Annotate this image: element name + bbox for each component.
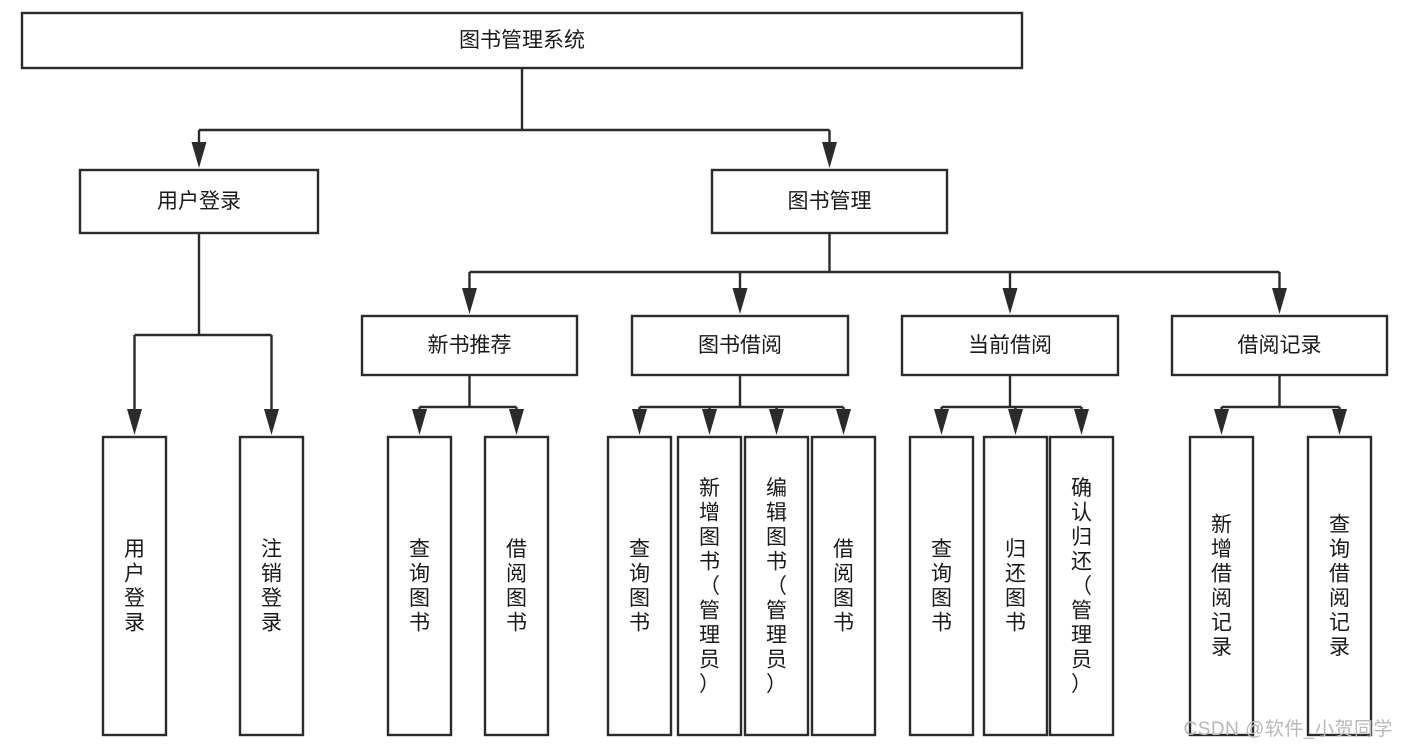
node-label: 归还图书 (1005, 538, 1026, 635)
node-box[interactable] (810, 435, 877, 737)
arrow-head-icon (1002, 288, 1018, 314)
node-box[interactable] (606, 435, 673, 737)
arrow-head-icon (632, 409, 647, 435)
node-leaf-query-record[interactable]: 查询借阅记录 (1306, 435, 1373, 737)
node-box[interactable] (1306, 435, 1373, 737)
node-leaf-user-login[interactable]: 用户登录 (101, 435, 168, 737)
node-box[interactable] (101, 435, 168, 737)
arrow-head-icon (1008, 409, 1023, 435)
node-leaf-borrow-book-b[interactable]: 借阅图书 (810, 435, 877, 737)
node-book-borrow[interactable]: 图书借阅 (630, 314, 850, 377)
node-box[interactable] (1188, 435, 1255, 737)
node-leaf-add-book[interactable]: 新增图书（管理员） (676, 435, 743, 737)
node-label: 图书管理系统 (459, 29, 585, 52)
node-label: 用户登录 (124, 538, 145, 635)
node-borrow-record[interactable]: 借阅记录 (1170, 314, 1389, 377)
node-label: 用户登录 (157, 190, 241, 213)
node-box[interactable] (900, 314, 1120, 377)
node-label: 借阅记录 (1238, 334, 1322, 357)
arrow-head-icon (191, 142, 207, 168)
node-box[interactable] (676, 435, 743, 737)
node-box[interactable] (360, 314, 579, 377)
arrow-head-icon (1074, 409, 1089, 435)
node-leaf-confirm-return[interactable]: 确认归还（管理员） (1048, 435, 1115, 737)
node-label: 借阅图书 (833, 538, 854, 635)
arrow-head-icon (1214, 409, 1229, 435)
node-book-manage[interactable]: 图书管理 (710, 168, 949, 235)
arrow-head-icon (127, 409, 142, 435)
arrow-head-icon (822, 142, 837, 168)
node-leaf-query-book-b[interactable]: 查询图书 (606, 435, 673, 737)
node-label: 确认归还（管理员） (1071, 477, 1092, 696)
node-leaf-edit-book[interactable]: 编辑图书（管理员） (743, 435, 810, 737)
node-box[interactable] (1048, 435, 1115, 737)
arrow-head-icon (1272, 288, 1287, 314)
node-box[interactable] (908, 435, 975, 737)
node-label: 注销登录 (261, 538, 282, 635)
node-new-book-recommend[interactable]: 新书推荐 (360, 314, 579, 377)
node-label: 编辑图书（管理员） (766, 477, 787, 696)
node-label: 查询图书 (629, 538, 650, 635)
arrow-head-icon (732, 288, 748, 314)
node-label: 新增图书（管理员） (699, 477, 720, 696)
arrow-head-icon (264, 409, 279, 435)
node-label: 查询图书 (409, 538, 430, 635)
node-leaf-query-book-c[interactable]: 查询图书 (908, 435, 975, 737)
node-box[interactable] (20, 11, 1024, 70)
node-leaf-borrow-book-a[interactable]: 借阅图书 (483, 435, 550, 737)
node-label: 借阅图书 (506, 538, 527, 635)
node-box[interactable] (78, 168, 320, 235)
node-user-login[interactable]: 用户登录 (78, 168, 320, 235)
arrow-head-icon (836, 409, 851, 435)
node-leaf-query-book-a[interactable]: 查询图书 (386, 435, 453, 737)
arrow-head-icon (1332, 409, 1347, 435)
node-box[interactable] (238, 435, 305, 737)
arrow-head-icon (412, 409, 427, 435)
node-label: 当前借阅 (968, 334, 1052, 357)
nodes-layer: 图书管理系统用户登录图书管理新书推荐图书借阅当前借阅借阅记录用户登录注销登录查询… (20, 11, 1389, 737)
node-label: 新增借阅记录 (1211, 514, 1232, 660)
node-current-borrow[interactable]: 当前借阅 (900, 314, 1120, 377)
arrow-head-icon (462, 288, 477, 314)
node-box[interactable] (982, 435, 1049, 737)
arrow-head-icon (509, 409, 524, 435)
arrow-head-icon (769, 409, 784, 435)
arrow-head-icon (702, 409, 717, 435)
node-box[interactable] (483, 435, 550, 737)
node-label: 查询借阅记录 (1329, 514, 1350, 660)
node-box[interactable] (1170, 314, 1389, 377)
node-box[interactable] (743, 435, 810, 737)
node-label: 图书管理 (788, 190, 872, 213)
node-label: 查询图书 (931, 538, 952, 635)
node-leaf-add-record[interactable]: 新增借阅记录 (1188, 435, 1255, 737)
edges-layer (127, 68, 1347, 435)
node-box[interactable] (630, 314, 850, 377)
node-root-system[interactable]: 图书管理系统 (20, 11, 1024, 70)
node-label: 图书借阅 (698, 334, 782, 357)
node-leaf-user-logout[interactable]: 注销登录 (238, 435, 305, 737)
node-box[interactable] (386, 435, 453, 737)
node-box[interactable] (710, 168, 949, 235)
arrow-head-icon (934, 409, 949, 435)
node-label: 新书推荐 (428, 334, 512, 357)
node-leaf-return-book[interactable]: 归还图书 (982, 435, 1049, 737)
